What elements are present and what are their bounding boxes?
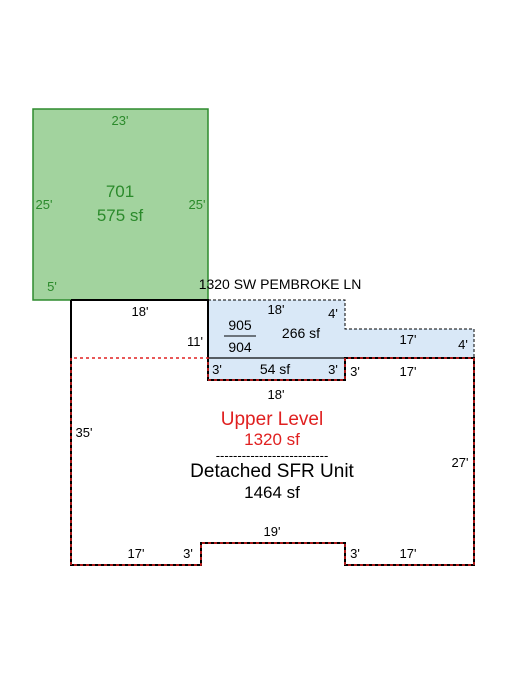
main-dim-bottom-right-step: 3' [350,546,360,561]
upper-level-label: Upper Level [221,409,323,430]
lower-id-bottom: 904 [228,339,252,355]
label-divider: -------------------------- [216,448,329,463]
garage-dim-right: 25' [189,197,206,212]
lower-dim-top: 18' [268,302,285,317]
lower-dim-right-run: 17' [400,332,417,347]
small-area-label: 54 sf [260,361,290,377]
upper-level-outline [70,357,475,566]
garage-dim-bottom-left: 5' [47,279,57,294]
upper-level-area: 1320 sf [244,430,300,449]
small-dim-bottom: 18' [268,387,285,402]
main-dim-left: 35' [76,425,93,440]
address-label: 1320 SW PEMBROKE LN [199,276,362,292]
garage-area-label: 575 sf [97,206,144,225]
main-dim-top-right-a: 3' [350,364,360,379]
main-dim-right: 27' [452,455,469,470]
garage-area [32,108,209,301]
lower-dim-step-right: 4' [328,306,338,321]
garage-dim-left: 25' [36,197,53,212]
garage-dim-top: 23' [112,113,129,128]
lower-dim-right-end: 4' [458,337,468,352]
main-dim-bottom-left-run: 17' [128,546,145,561]
main-dim-top-right-b: 17' [400,364,417,379]
main-dim-bottom-right-run: 17' [400,546,417,561]
lower-id-top: 905 [228,317,252,333]
lower-dim-left-side: 11' [187,334,203,349]
main-dim-bottom-left-step: 3' [183,546,193,561]
main-area-label: 1464 sf [244,483,300,502]
lower-area-label: 266 sf [282,325,320,341]
main-label: Detached SFR Unit [190,461,354,482]
garage-id: 701 [106,182,134,201]
main-dim-top-left: 18' [132,304,149,319]
small-dim-left: 3' [212,362,222,377]
small-dim-right: 3' [328,362,338,377]
main-dim-bottom-middle: 19' [264,524,281,539]
